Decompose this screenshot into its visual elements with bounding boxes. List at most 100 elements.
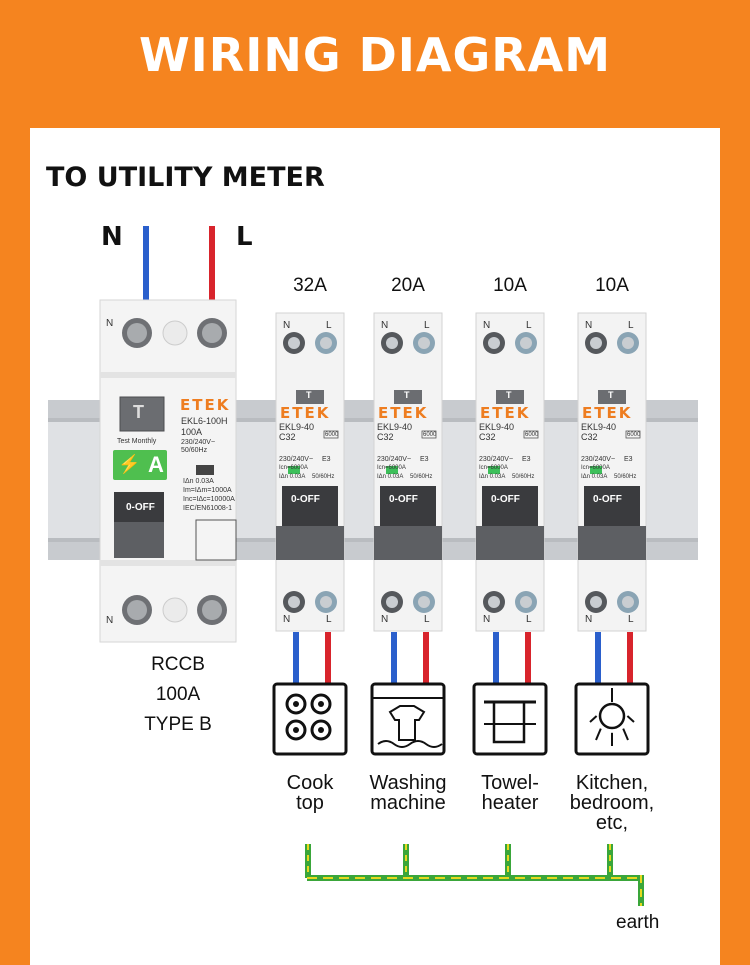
burner-center (293, 727, 299, 733)
breaker-test-label[interactable]: T (506, 390, 512, 400)
rccb-spec-3: Inc=IΔc=10000A (183, 496, 235, 503)
breaker-terminal-l: L (526, 320, 532, 331)
breaker-curve: C32 (279, 432, 296, 442)
breaker-switch[interactable]: 0-OFF (491, 494, 520, 505)
rccb-caption-line-1: RCCB (151, 654, 205, 675)
rccb-test-button[interactable]: T (133, 402, 144, 422)
breaker-brand: ETEK (378, 404, 429, 422)
breaker-terminal-l: L (326, 320, 332, 331)
live-wire-label: L (236, 222, 253, 252)
breaker-spec-3: IΔn 0.03A (279, 474, 306, 480)
rccb-voltage: 230/240V~ (181, 439, 216, 446)
rccb-frequency: 50/60Hz (181, 447, 208, 454)
breaker-switch-top (584, 486, 640, 526)
breaker-spec-4: 50/60Hz (312, 474, 335, 480)
load-label-line: heater (481, 792, 539, 814)
breaker-switch[interactable]: 0-OFF (291, 494, 320, 505)
breaker-body (577, 312, 647, 632)
breaker-test-button (598, 390, 626, 404)
rccb-terminal-n-bottom: N (106, 615, 114, 626)
breaker-spec-2: Icn=6000A (279, 465, 308, 471)
terminal-screw-center (622, 596, 634, 608)
rccb-rating: 100A (181, 427, 203, 437)
breaker-terminal-l-bottom: L (326, 614, 332, 625)
terminal-screw-center (288, 596, 300, 608)
breaker-body (275, 312, 345, 632)
towel (492, 700, 526, 744)
rccb-terminal-n: N (106, 318, 114, 329)
burner (310, 693, 332, 715)
breaker-terminal-n: N (283, 320, 291, 331)
breaker-switch-base (578, 526, 646, 560)
breaker-spec-1: 230/240V~ (581, 456, 616, 463)
breaker-box-label: 6000 (525, 432, 539, 438)
light-ray (589, 715, 598, 723)
light-ray (626, 715, 635, 723)
breaker-switch-top (482, 486, 538, 526)
terminal-screw-center (386, 596, 398, 608)
breaker-spec-2: Icn=6000A (377, 465, 406, 471)
terminal-screw-center (590, 337, 602, 349)
breaker-class: E3 (624, 456, 633, 463)
breaker-indicator (590, 466, 602, 474)
breaker-box (421, 430, 437, 439)
neutral-wire-label: N (101, 222, 123, 252)
terminal-screw-center (320, 596, 332, 608)
rccb-spec-2: Im=IΔm=1000A (183, 487, 232, 494)
breaker-4 (574, 312, 650, 878)
bulb (598, 702, 626, 730)
breaker-box (323, 430, 339, 439)
rccb-device (99, 299, 237, 643)
breaker-class: E3 (322, 456, 331, 463)
breaker-curve: C32 (581, 432, 598, 442)
breaker-box-label: 6000 (325, 432, 339, 438)
load-label-line: Washing (369, 772, 447, 794)
rccb-spec-1: IΔn 0.03A (183, 478, 214, 485)
breaker-test-label[interactable]: T (608, 390, 614, 400)
load-label-line: Kitchen, (575, 772, 649, 794)
breaker-body (373, 312, 443, 632)
breaker-spec-1: 230/240V~ (479, 456, 514, 463)
breaker-brand: ETEK (582, 404, 633, 422)
breaker-terminal-l-bottom: L (424, 614, 430, 625)
terminal-screw-center (488, 337, 500, 349)
terminal-screw-center (488, 596, 500, 608)
breaker-terminal-l-bottom: L (526, 614, 532, 625)
breaker-brand: ETEK (480, 404, 531, 422)
cooktop-icon (272, 682, 348, 756)
rccb-spec-4: IEC/EN61008-1 (183, 505, 233, 512)
breaker-class: E3 (522, 456, 531, 463)
breaker-rating: 20A (391, 275, 425, 296)
breaker-spec-1: 230/240V~ (279, 456, 314, 463)
load-label-line: top (296, 792, 324, 814)
rccb-switch[interactable]: 0-OFF (126, 502, 155, 513)
breaker-switch[interactable]: 0-OFF (593, 494, 622, 505)
breaker-test-label[interactable]: T (404, 390, 410, 400)
washing-machine-icon (370, 682, 446, 756)
breaker-indicator (386, 466, 398, 474)
breaker-test-label[interactable]: T (306, 390, 312, 400)
terminal-screw-center (622, 337, 634, 349)
breaker-box (523, 430, 539, 439)
rccb-brand: ETEK (180, 396, 231, 414)
rccb-caption-line-2: 100A (155, 684, 201, 705)
breaker-box (625, 430, 641, 439)
burner (285, 719, 307, 741)
breaker-class: E3 (420, 456, 429, 463)
rccb-type-badge: A (148, 452, 164, 477)
breaker-rating: 10A (595, 275, 629, 296)
rccb-model: EKL6-100H (181, 416, 228, 426)
breaker-switch-top (380, 486, 436, 526)
breaker-spec-3: IΔn 0.03A (581, 474, 608, 480)
breaker-spec-2: Icn=6000A (479, 465, 508, 471)
breaker-rating: 10A (493, 275, 527, 296)
burner-center (318, 701, 324, 707)
load-label-line: bedroom, (569, 792, 655, 814)
breaker-switch[interactable]: 0-OFF (389, 494, 418, 505)
light-bulb-icon (574, 682, 650, 756)
breaker-spec-4: 50/60Hz (614, 474, 637, 480)
subtitle: TO UTILITY METER (46, 162, 325, 193)
breaker-terminal-n: N (585, 320, 593, 331)
breaker-1 (272, 312, 348, 878)
ev-charger-icon: ⚡ (118, 454, 141, 474)
